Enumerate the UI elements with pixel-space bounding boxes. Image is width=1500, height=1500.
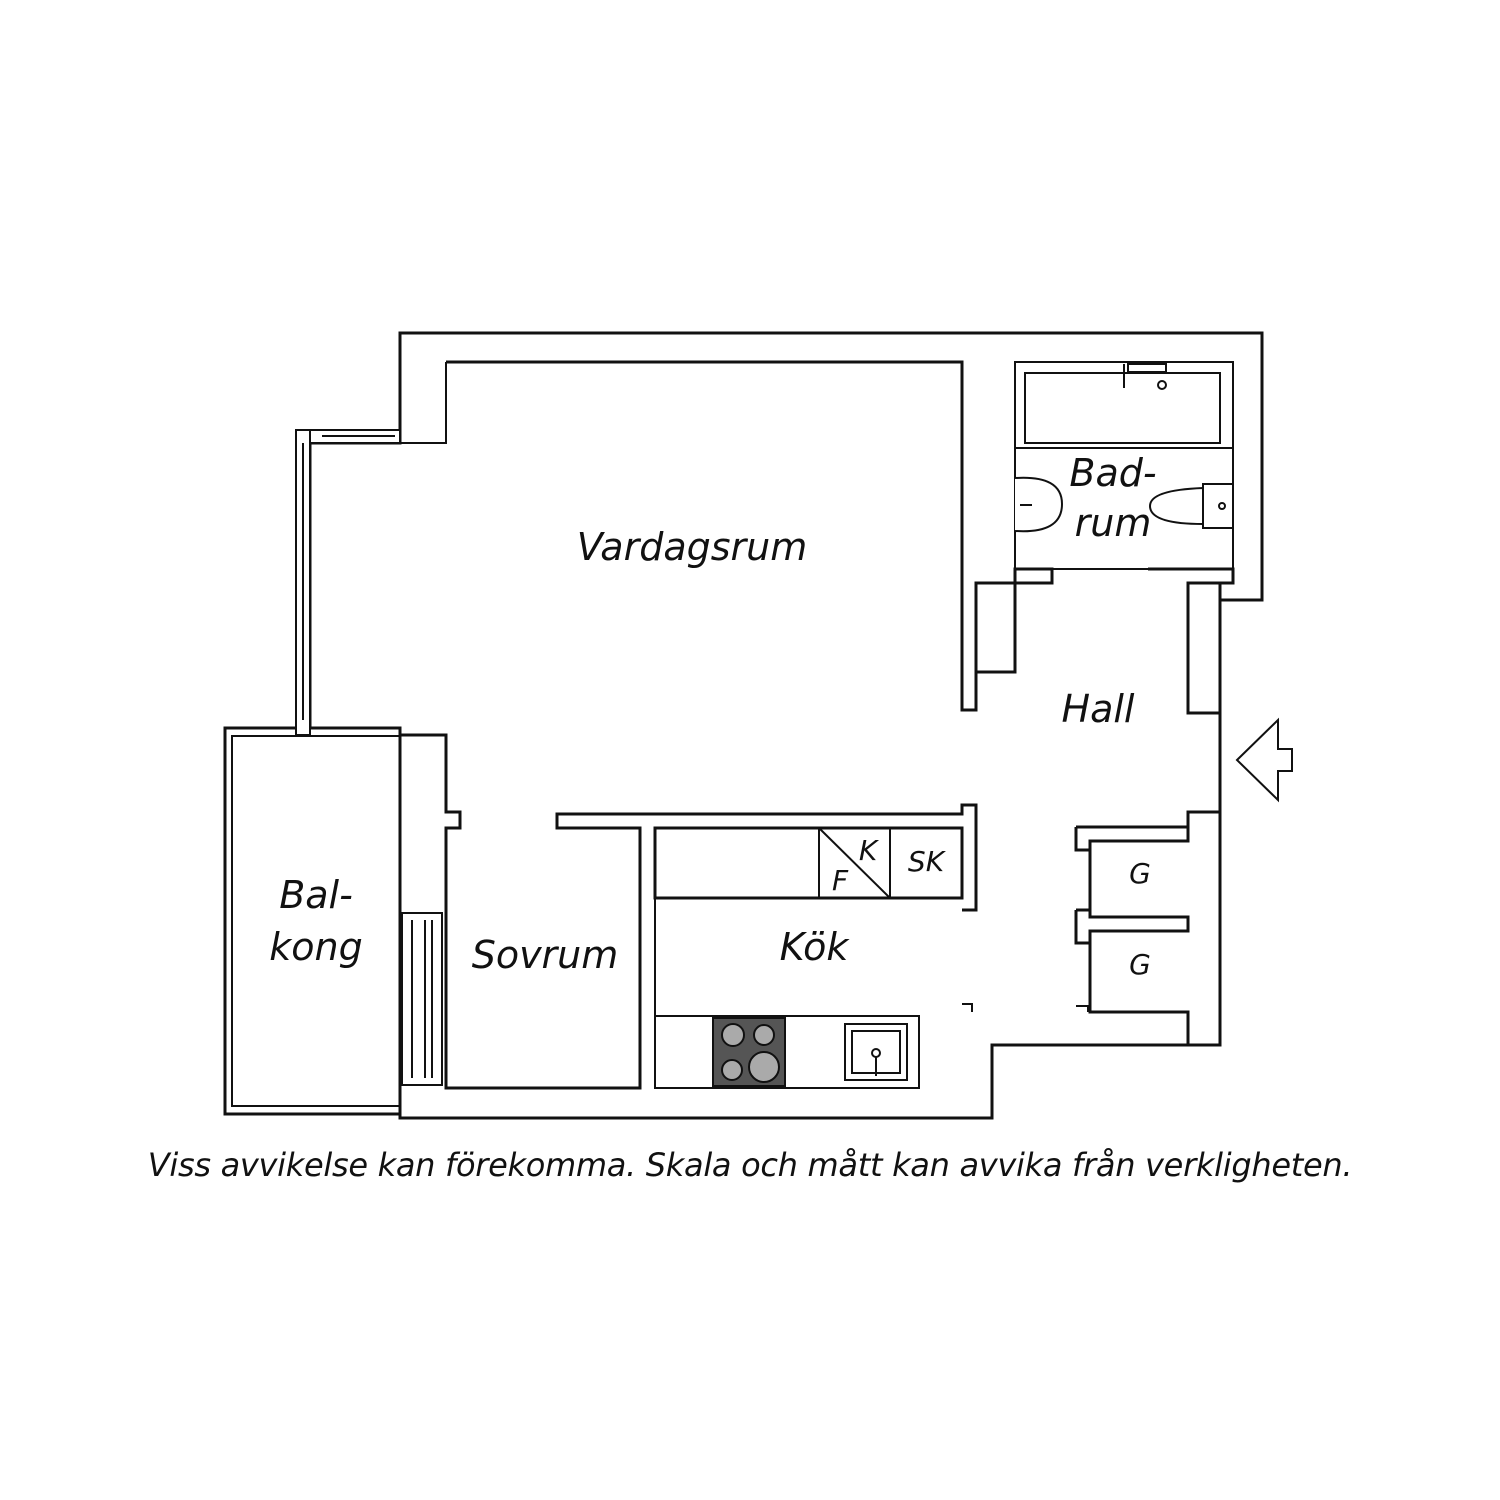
balcony-inner bbox=[231, 735, 401, 1107]
room-label-hall: Hall bbox=[1062, 687, 1135, 731]
kitchen-south-notch bbox=[962, 1003, 1089, 1012]
freezer-label: F bbox=[832, 864, 849, 897]
closet-label-2: G bbox=[1129, 948, 1151, 981]
living-room-wall bbox=[446, 360, 1017, 712]
closet-label-1: G bbox=[1129, 857, 1151, 890]
room-label-balkong-1: Bal- bbox=[279, 873, 353, 917]
closet-wall bbox=[1074, 810, 1222, 1047]
bathtub-inner bbox=[1024, 372, 1221, 444]
toilet-icon bbox=[1148, 483, 1234, 529]
living-room-west-wall bbox=[400, 362, 447, 444]
room-label-vardagsrum: Vardagsrum bbox=[577, 525, 808, 569]
bedroom-west-wall bbox=[400, 733, 978, 1090]
room-label-kok: Kök bbox=[780, 925, 851, 969]
balcony-outline bbox=[223, 726, 402, 1116]
room-label-balkong-2: kong bbox=[269, 925, 362, 969]
kitchen-wall bbox=[653, 826, 964, 900]
room-label-sovrum: Sovrum bbox=[472, 933, 619, 977]
faucet-icon bbox=[1123, 363, 1167, 390]
bathroom-door-wall bbox=[1013, 567, 1235, 715]
window-icon bbox=[295, 429, 401, 736]
sink-icon bbox=[1014, 476, 1064, 533]
disclaimer-text: Viss avvikelse kan förekomma. Skala och … bbox=[147, 1146, 1353, 1184]
stove-icon bbox=[712, 1017, 786, 1087]
fridge-diagonal bbox=[818, 827, 891, 899]
bathtub bbox=[1014, 361, 1234, 449]
cabinet-label: SK bbox=[908, 845, 947, 878]
balcony-door-icon bbox=[401, 912, 443, 1086]
room-label-badrum-2: rum bbox=[1075, 501, 1152, 545]
entrance-arrow-icon bbox=[1235, 717, 1293, 803]
room-label-badrum-1: Bad- bbox=[1069, 451, 1156, 495]
fridge-label: K bbox=[859, 834, 880, 867]
kitchen-sink-icon bbox=[844, 1023, 908, 1081]
